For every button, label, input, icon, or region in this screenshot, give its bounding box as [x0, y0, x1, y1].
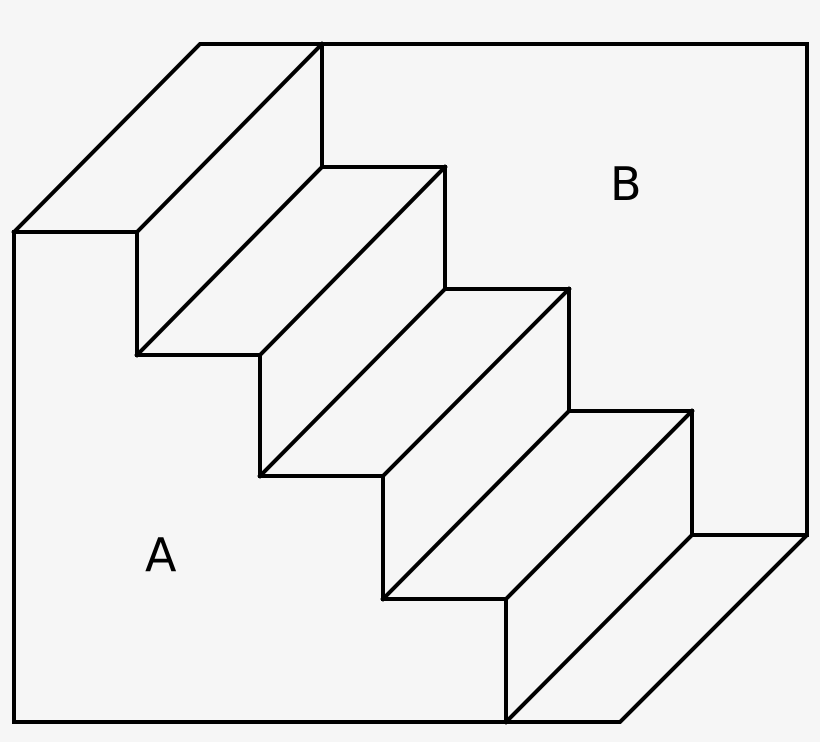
- back-riser-profile: [320, 42, 809, 537]
- outer-outline: [11, 42, 809, 724]
- tread-edge-6: [503, 408, 695, 602]
- face-label-a: A: [145, 528, 177, 582]
- tread-edge-2: [257, 164, 448, 358]
- top-landing-edge: [12, 41, 325, 234]
- tread-edge-1: [134, 164, 325, 358]
- step-profile: [135, 230, 508, 724]
- tread-edge-7: [503, 532, 695, 725]
- tread-edge-4: [380, 286, 572, 479]
- tread-edge-3: [257, 286, 448, 479]
- tread-edge-5: [380, 408, 572, 602]
- face-label-b: B: [610, 157, 642, 211]
